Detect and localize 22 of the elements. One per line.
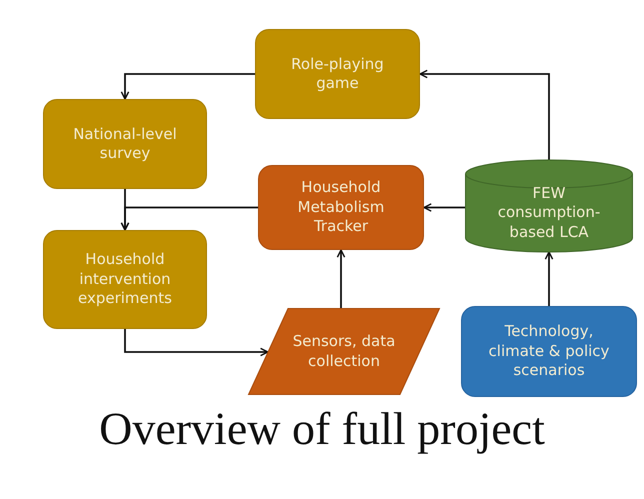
process-box	[43, 99, 207, 189]
node-label: Household Metabolism Tracker	[296, 178, 386, 237]
process-box	[258, 165, 424, 250]
arrow	[124, 329, 268, 356]
data-parallelogram	[248, 308, 440, 395]
arrow	[423, 203, 465, 212]
database-cylinder	[465, 160, 633, 252]
node-label: Technology, climate & policy scenarios	[488, 322, 610, 381]
node-label: Household intervention experiments	[77, 250, 173, 309]
process-box	[461, 306, 637, 397]
node-label: FEW consumption-based LCA	[496, 184, 602, 242]
arrow	[336, 249, 346, 308]
arrow	[120, 206, 258, 231]
arrow	[419, 70, 550, 160]
node-label: Sensors, data collection	[292, 332, 396, 371]
arrow	[544, 251, 554, 306]
node-label: Role-playing game	[290, 54, 385, 94]
process-box	[255, 29, 420, 119]
node-label: National-level survey	[72, 124, 178, 164]
process-box	[43, 230, 207, 329]
arrow	[120, 73, 255, 100]
caption: Overview of full project	[98, 402, 546, 455]
